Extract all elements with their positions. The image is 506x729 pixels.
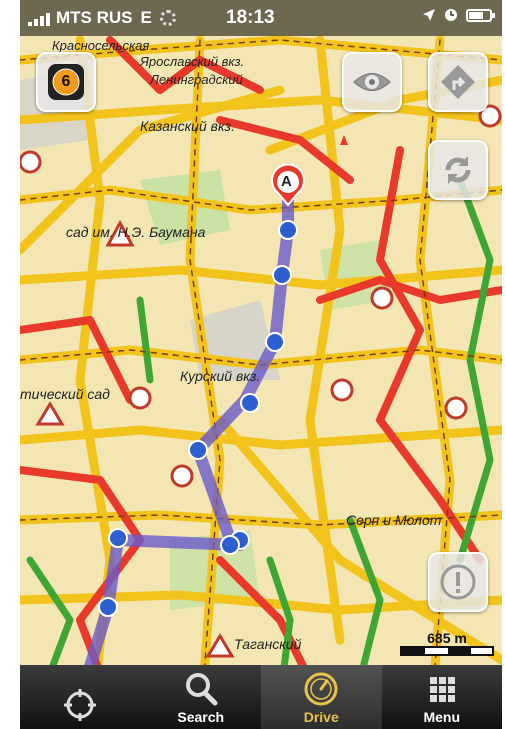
exclamation-icon: [440, 564, 476, 600]
speedometer-icon: [304, 672, 338, 706]
map-scale-label: 685 m: [427, 630, 467, 646]
network-type: E: [140, 8, 152, 27]
tab-bar: Search Drive Menu: [20, 665, 502, 729]
route-start-marker: [271, 163, 305, 207]
route-button[interactable]: [428, 52, 488, 112]
tab-menu-label: Menu: [423, 709, 461, 725]
map-canvas[interactable]: [20, 0, 502, 729]
map-label-yaroslavsky: Ярославский вкз.: [140, 54, 245, 69]
map-label-botanical: тический сад: [20, 386, 110, 402]
activity-spinner-icon: [159, 10, 176, 26]
carrier-name: MTS RUS: [56, 8, 133, 27]
traffic-level-button[interactable]: 6: [36, 52, 96, 112]
location-arrow-icon: [423, 9, 435, 21]
signal-strength-icon: [28, 10, 50, 26]
map-label-leningradsky: Ленинградский: [150, 72, 243, 87]
map-label-bauman-garden: сад им. Н.Э. Баумана: [66, 224, 206, 240]
clock: 18:13: [226, 7, 275, 28]
map-label-serp-molot: Серп и Молот: [346, 512, 442, 528]
phone-screen: Красносельская Ярославский вкз. Ленингра…: [20, 0, 502, 729]
locate-icon: [64, 689, 97, 721]
tab-drive[interactable]: Drive: [261, 665, 382, 729]
map-scale: 685 m: [400, 630, 494, 656]
refresh-traffic-button[interactable]: [428, 140, 488, 200]
search-icon: [185, 673, 218, 706]
map-label-tagansky: Таганский: [234, 636, 302, 652]
grid-icon: [429, 677, 455, 702]
report-incident-button[interactable]: [428, 552, 488, 612]
refresh-icon: [445, 156, 471, 184]
eye-icon: [353, 73, 391, 91]
alarm-clock-icon: [445, 9, 457, 21]
turn-sign-icon: [441, 65, 475, 99]
map-label-kazansky: Казанский вкз.: [140, 118, 235, 134]
traffic-light-icon: [48, 64, 84, 100]
tab-menu[interactable]: Menu: [382, 665, 503, 729]
traffic-level-value: 6: [61, 73, 71, 90]
battery-icon: [466, 8, 495, 22]
route-start-label: A: [281, 173, 292, 190]
map-label-krasnoselskaya: Красносельская: [52, 38, 150, 53]
tab-drive-label: Drive: [303, 709, 339, 725]
tab-search[interactable]: Search: [141, 665, 262, 729]
tab-search-label: Search: [177, 709, 225, 725]
layers-view-button[interactable]: [342, 52, 402, 112]
map-scale-bar: [400, 646, 494, 656]
status-bar: MTS RUS E 18:13: [20, 0, 502, 36]
map-label-kursky: Курский вкз.: [180, 368, 261, 384]
tab-locate[interactable]: [20, 665, 141, 729]
